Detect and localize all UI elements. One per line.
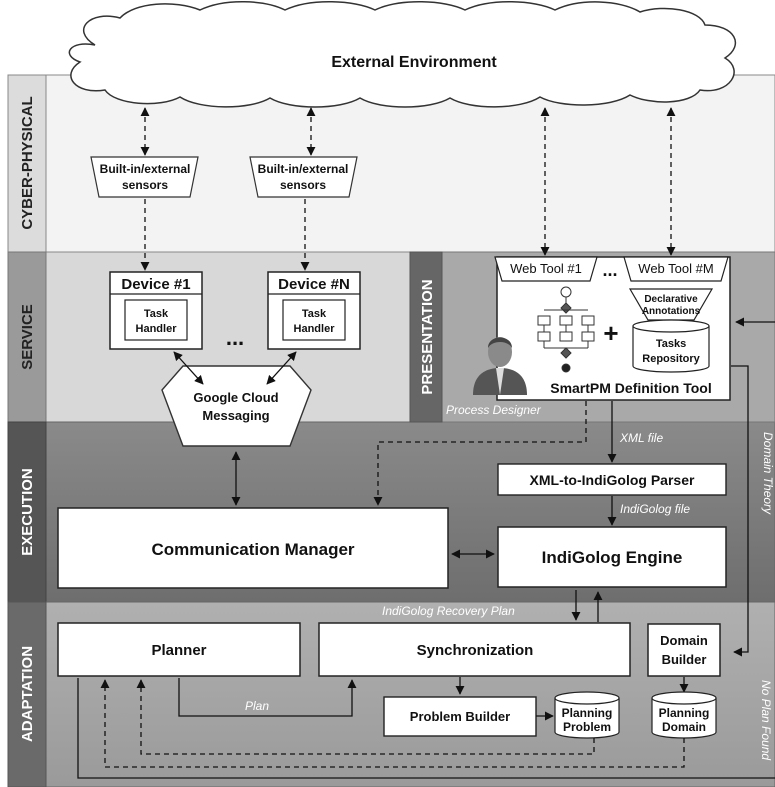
domain-theory-label: Domain Theory [761, 432, 775, 515]
web-tool-m-label: Web Tool #M [638, 261, 713, 276]
arrow-planning-problem-planner [136, 679, 595, 755]
arrow-planner-sync [178, 678, 357, 717]
tasks-repository [632, 319, 710, 373]
task-handler-1-label-1: Task [144, 308, 169, 320]
device-n-task-handler [282, 299, 346, 341]
execution-sidebar [7, 421, 47, 603]
layer-label-execution: EXECUTION [19, 468, 36, 556]
web-tool-1 [494, 256, 598, 282]
task-handler-n-label-2: Handler [294, 323, 336, 335]
xml-parser-box [497, 463, 727, 496]
xml-parser-label: XML-to-IndiGolog Parser [530, 472, 695, 488]
web-tool-1-label: Web Tool #1 [510, 261, 582, 276]
smartpm-tool-name: SmartPM Definition Tool [550, 380, 712, 396]
domain-builder-label-1: Domain [660, 633, 708, 648]
sensor-1 [90, 156, 199, 198]
planning-domain-label-2: Domain [662, 720, 706, 734]
devices-ellipsis: ... [226, 325, 244, 350]
plus-sign: + [603, 318, 618, 348]
indigolog-file-label: IndiGolog file [620, 502, 690, 516]
arrow-planning-domain-planner [100, 679, 685, 768]
device-1-task-handler [124, 299, 188, 341]
problem-builder-label: Problem Builder [410, 709, 510, 724]
google-cloud-messaging [161, 365, 312, 447]
no-plan-found-label: No Plan Found [759, 680, 773, 760]
planner-box [57, 622, 301, 677]
declarative-label-1: Declarative [644, 294, 698, 305]
task-handler-1-label-2: Handler [136, 323, 178, 335]
presentation-sidebar [409, 251, 443, 423]
recovery-plan-label: IndiGolog Recovery Plan [382, 604, 515, 618]
process-designer-label: Process Designer [446, 403, 542, 417]
planner-label: Planner [151, 642, 206, 659]
indigolog-engine-label: IndiGolog Engine [542, 548, 683, 567]
repo-label-2: Repository [642, 353, 700, 365]
cloud-label: External Environment [331, 54, 497, 71]
repo-label-1: Tasks [656, 338, 686, 350]
task-handler-n-label-1: Task [302, 308, 327, 320]
layer-label-adaptation: ADAPTATION [19, 646, 36, 742]
web-tool-m [623, 256, 729, 282]
sensor-n-label-2: sensors [280, 178, 326, 192]
synchronization-label: Synchronization [417, 642, 534, 659]
device-1-title: Device #1 [121, 276, 190, 293]
device-n-title: Device #N [278, 276, 350, 293]
service-sidebar [7, 251, 47, 423]
sensor-n [249, 156, 358, 198]
indigolog-engine-box [497, 526, 727, 588]
planning-problem-label-2: Problem [563, 720, 611, 734]
arrow-device-1-gcm [173, 351, 204, 385]
external-environment-cloud [68, 1, 737, 108]
sensor-n-label-1: Built-in/external [258, 162, 349, 176]
web-tools-ellipsis: ... [602, 260, 617, 280]
layer-label-service: SERVICE [19, 304, 36, 370]
layer-label-cyber-physical: CYBER-PHYSICAL [19, 96, 36, 229]
cyber-physical-sidebar [7, 74, 47, 253]
planning-domain-store [651, 691, 717, 739]
person-icon [473, 337, 527, 395]
planning-problem-label-1: Planning [562, 706, 613, 720]
domain-theory-line [731, 365, 749, 657]
sensor-1-label-1: Built-in/external [100, 162, 191, 176]
planning-problem-store [554, 691, 620, 739]
planning-domain-label-1: Planning [659, 706, 710, 720]
process-model-icon [537, 286, 595, 373]
plan-label: Plan [245, 699, 269, 713]
declarative-annotations [628, 288, 714, 321]
communication-manager-box [57, 507, 449, 589]
declarative-label-2: Annotations [642, 306, 701, 317]
gcm-label-2: Messaging [202, 408, 269, 423]
adaptation-sidebar [7, 601, 47, 787]
xml-file-label: XML file [619, 431, 663, 445]
sensor-1-label-2: sensors [122, 178, 168, 192]
gcm-label-1: Google Cloud [193, 390, 278, 405]
domain-builder-label-2: Builder [662, 652, 707, 667]
arrow-designer-comm [373, 401, 587, 506]
arrow-device-n-gcm [266, 351, 297, 385]
layer-label-presentation: PRESENTATION [419, 279, 436, 394]
domain-builder-box [647, 623, 721, 677]
no-plan-found-line [77, 322, 775, 779]
synchronization-box [318, 622, 631, 677]
communication-manager-label: Communication Manager [151, 540, 354, 559]
problem-builder-box [383, 696, 537, 737]
